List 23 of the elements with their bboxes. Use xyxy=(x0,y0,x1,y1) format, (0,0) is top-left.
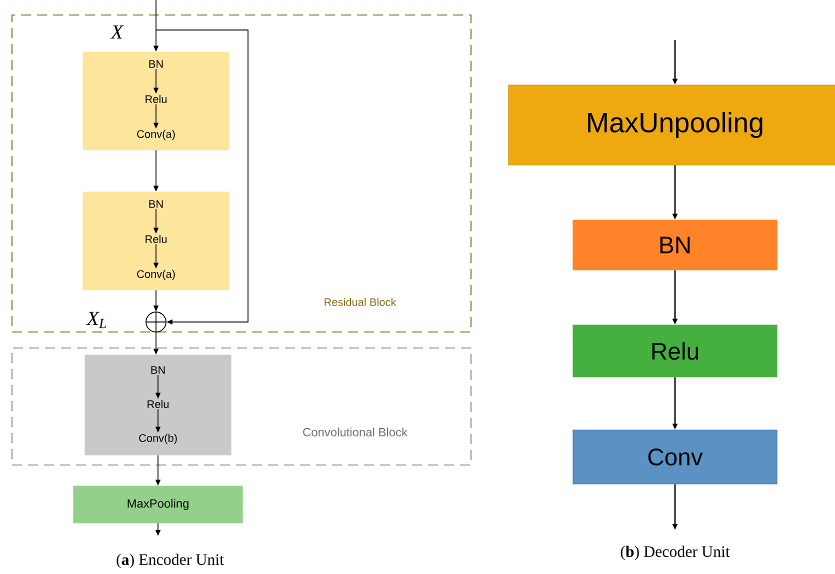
step-label: BN xyxy=(149,60,163,68)
step-label: Relu xyxy=(146,94,167,104)
process-box: BN xyxy=(572,220,778,270)
step-label: Relu xyxy=(148,400,169,408)
input-label: X xyxy=(110,25,124,39)
layer-block xyxy=(84,354,232,456)
step-label: Conv(b) xyxy=(139,434,177,444)
process-box: Conv xyxy=(572,430,778,484)
step-label: Relu xyxy=(146,234,167,244)
process-box: MaxPooling xyxy=(73,486,243,524)
process-box: Relu xyxy=(572,324,778,378)
step-label: Conv(a) xyxy=(137,130,175,140)
arrow xyxy=(156,30,248,325)
step-label: Conv(a) xyxy=(137,270,175,280)
layer-block xyxy=(82,52,230,150)
process-box: MaxUnpooling xyxy=(508,84,835,166)
sum-circle xyxy=(145,311,167,333)
caption: (a) Encoder Unit xyxy=(116,554,224,568)
step-label: BN xyxy=(149,200,163,208)
output-label: X$_{L}$ xyxy=(86,312,106,328)
step-label: BN xyxy=(151,366,165,374)
layer-block xyxy=(82,192,230,290)
caption: (b) Decoder Unit xyxy=(620,546,730,560)
